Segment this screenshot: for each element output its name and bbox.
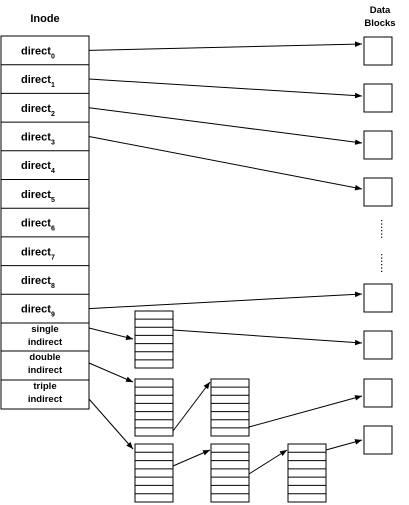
data-block-7 xyxy=(363,425,393,455)
arrow-direct-3 xyxy=(88,135,363,191)
triple-indirect-block-2 xyxy=(210,443,250,503)
inode-table-frame xyxy=(0,35,90,410)
single-indirect-line2: indirect xyxy=(28,337,63,348)
arrow-single-to-block xyxy=(88,327,134,341)
inode-table xyxy=(0,35,90,410)
direct-7-label: direct7 xyxy=(21,246,55,261)
direct-subscript: 5 xyxy=(51,197,55,204)
arrow-triple-block2-to-block3 xyxy=(248,449,288,475)
arrow-triple-block1-to-block2 xyxy=(172,449,211,467)
double-indirect-line1: double xyxy=(29,352,60,363)
direct-0-label: direct0 xyxy=(21,45,55,60)
triple-indirect-line2: indirect xyxy=(28,394,63,405)
data-blocks-column xyxy=(363,36,393,455)
direct-subscript: 6 xyxy=(51,226,55,233)
direct-subscript: 2 xyxy=(51,111,55,118)
direct-subscript: 9 xyxy=(51,312,55,319)
arrow-direct-1 xyxy=(88,78,363,99)
direct-4-label: direct4 xyxy=(21,160,55,175)
arrow-direct-9 xyxy=(88,291,363,310)
arrow-double-to-block xyxy=(88,362,134,383)
data-blocks-ellipsis-bottom: ...... xyxy=(378,253,392,273)
single-indirect-block xyxy=(134,310,174,369)
direct-6-label: direct6 xyxy=(21,218,55,233)
data-block-0 xyxy=(363,36,393,66)
direct-subscript: 3 xyxy=(51,139,55,146)
data-blocks-title-line2: Blocks xyxy=(364,18,395,29)
direct-3-label: direct3 xyxy=(21,131,55,146)
direct-8-label: direct8 xyxy=(21,275,55,290)
double-indirect-block-1 xyxy=(134,378,174,437)
direct-2-label: direct2 xyxy=(21,103,55,118)
direct-subscript: 1 xyxy=(51,82,55,89)
arrow-double-leaf-to-data xyxy=(248,395,363,428)
arrow-direct-2 xyxy=(88,107,363,145)
direct-subscript: 0 xyxy=(51,53,55,60)
arrow-direct-0 xyxy=(88,41,363,51)
direct-subscript: 7 xyxy=(51,254,55,261)
direct-5-label: direct5 xyxy=(21,189,55,204)
arrow-triple-leaf-to-data xyxy=(325,439,363,451)
single-indirect-entry: single indirect xyxy=(28,324,63,348)
direct-subscript: 4 xyxy=(51,168,55,175)
double-indirect-line2: indirect xyxy=(28,365,63,376)
triple-indirect-entry: triple indirect xyxy=(28,381,63,405)
double-indirect-block-2 xyxy=(210,378,250,437)
inode-title: Inode xyxy=(30,13,59,25)
indirect-blocks xyxy=(134,310,327,503)
arrow-double-block-to-block xyxy=(172,381,211,432)
data-blocks-ellipsis-top: ...... xyxy=(378,219,392,239)
data-block-3 xyxy=(363,177,393,207)
triple-indirect-line1: triple xyxy=(33,381,56,392)
direct-pointer-labels: direct0 direct1 direct2 direct3 direct4 direc… xyxy=(21,45,55,318)
data-block-6 xyxy=(363,378,393,408)
arrow-single-block-to-data xyxy=(172,329,363,346)
triple-indirect-block-1 xyxy=(134,443,174,503)
data-blocks-title-line1: Data xyxy=(370,5,391,16)
data-block-2 xyxy=(363,130,393,160)
pointer-arrows xyxy=(88,41,363,475)
direct-1-label: direct1 xyxy=(21,74,55,89)
direct-subscript: 8 xyxy=(51,283,55,290)
double-indirect-entry: double indirect xyxy=(28,352,63,376)
data-block-5 xyxy=(363,330,393,360)
data-block-4 xyxy=(363,283,393,313)
data-block-1 xyxy=(363,83,393,113)
arrow-triple-to-block xyxy=(88,398,134,450)
direct-9-label: direct9 xyxy=(21,304,55,319)
single-indirect-line1: single xyxy=(31,324,58,335)
triple-indirect-block-3 xyxy=(287,443,327,503)
